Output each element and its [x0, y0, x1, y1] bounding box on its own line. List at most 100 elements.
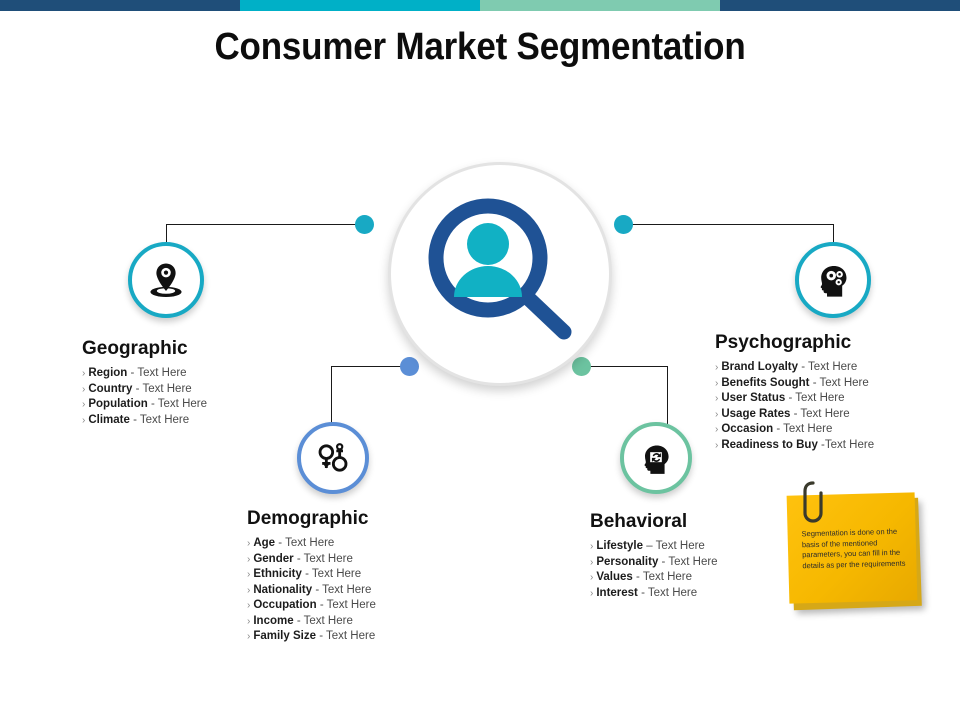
item-term: Brand Loyalty [721, 361, 799, 373]
list-demographic: ›Age - Text Here ›Gender - Text Here ›Et… [247, 536, 497, 645]
chevron-right-icon: › [590, 541, 594, 552]
item-value: - Text Here [788, 392, 845, 404]
chevron-right-icon: › [247, 631, 251, 642]
list-item: ›Personality - Text Here [590, 555, 810, 571]
location-pin-icon [150, 263, 182, 297]
connector-line-demographic-horizontal [331, 366, 413, 367]
topbar-segment-green [480, 0, 720, 11]
item-term: Country [88, 382, 133, 395]
sticky-note[interactable]: Segmentation is done on the basis of the… [782, 481, 952, 618]
chevron-right-icon: › [590, 572, 594, 583]
item-term: Occasion [721, 423, 774, 435]
magnifier-person-icon [418, 192, 582, 356]
item-value: - Text Here [130, 367, 187, 379]
list-item: ›Country - Text Here [82, 382, 322, 398]
chevron-right-icon: › [715, 393, 719, 404]
list-psychographic: ›Brand Loyalty - Text Here ›Benefits Sou… [715, 360, 955, 453]
list-item: ›Benefits Sought - Text Here [715, 376, 955, 392]
item-term: Lifestyle [596, 540, 644, 552]
item-term: Usage Rates [721, 407, 791, 420]
node-icon-behavioral[interactable] [620, 422, 692, 494]
heading-behavioral: Behavioral [590, 511, 688, 532]
list-item: ›Brand Loyalty - Text Here [715, 360, 955, 376]
connector-line-psychographic-vertical [833, 224, 834, 251]
item-term: Benefits Sought [721, 376, 810, 389]
chevron-right-icon: › [82, 383, 86, 395]
item-value: - Text Here [801, 361, 858, 373]
topbar-segment-cyan [240, 0, 480, 11]
list-item: ›Age - Text Here [247, 536, 497, 552]
chevron-right-icon: › [590, 556, 594, 568]
item-term: Family Size [253, 630, 316, 642]
block-geographic: Geographic ›Region - Text Here ›Country … [82, 338, 322, 428]
list-item: ›Values - Text Here [590, 570, 810, 586]
topbar-segment-navy-right [720, 0, 960, 11]
chevron-right-icon: › [247, 584, 251, 596]
item-term: Gender [253, 552, 294, 565]
chevron-right-icon: › [715, 424, 719, 435]
connector-line-behavioral-horizontal [588, 366, 668, 367]
connector-dot-geographic [355, 215, 374, 234]
item-value: - Text Here [319, 630, 376, 642]
list-item: ›Usage Rates - Text Here [715, 407, 955, 423]
node-icon-demographic[interactable] [297, 422, 369, 494]
node-icon-psychographic[interactable] [795, 242, 871, 318]
block-demographic: Demographic ›Age - Text Here ›Gender - T… [247, 508, 497, 645]
chevron-right-icon: › [82, 368, 86, 379]
list-item: ›Gender - Text Here [247, 552, 497, 568]
item-value: - Text Here [135, 382, 192, 395]
item-value: - Text Here [296, 552, 353, 565]
connector-line-psychographic-horizontal [630, 224, 834, 225]
list-item: ›Income - Text Here [247, 614, 497, 630]
node-icon-geographic[interactable] [128, 242, 204, 318]
connector-dot-behavioral [572, 357, 591, 376]
chevron-right-icon: › [247, 553, 251, 565]
item-value: - Text Here [636, 571, 693, 583]
item-term: Population [88, 398, 148, 410]
item-value: -Text Here [821, 438, 875, 451]
chevron-right-icon: › [247, 569, 251, 580]
block-psychographic: Psychographic ›Brand Loyalty - Text Here… [715, 332, 955, 453]
sticky-note-text: Segmentation is done on the basis of the… [801, 526, 906, 570]
list-item: ›Lifestyle – Text Here [590, 539, 810, 555]
item-value: - Text Here [305, 568, 362, 580]
top-color-bar [0, 0, 960, 11]
connector-line-geographic-horizontal [166, 224, 364, 225]
chevron-right-icon: › [590, 587, 594, 599]
item-value: - Text Here [315, 583, 372, 596]
item-value: - Text Here [278, 537, 335, 549]
item-value: - Text Here [776, 423, 833, 435]
heading-psychographic: Psychographic [715, 332, 852, 353]
item-value: - Text Here [319, 599, 376, 611]
item-term: Ethnicity [253, 568, 302, 580]
topbar-segment-navy-left [0, 0, 240, 11]
list-behavioral: ›Lifestyle – Text Here ›Personality - Te… [590, 539, 810, 601]
connector-line-behavioral-vertical [667, 366, 668, 424]
item-term: Occupation [253, 599, 317, 611]
gender-symbols-icon [318, 443, 348, 472]
item-term: Interest [596, 586, 638, 599]
item-term: Region [88, 367, 128, 379]
connector-line-geographic-vertical [166, 224, 167, 251]
list-item: ›Occupation - Text Here [247, 598, 497, 614]
item-value: - Text Here [296, 614, 353, 627]
list-item: ›Interest - Text Here [590, 586, 810, 602]
item-term: Values [596, 571, 633, 583]
heading-demographic: Demographic [247, 508, 369, 529]
list-item: ›Occasion - Text Here [715, 422, 955, 438]
chevron-right-icon: › [715, 408, 719, 420]
list-item: ›Readiness to Buy -Text Here [715, 438, 955, 454]
item-value: – Text Here [646, 540, 705, 552]
item-value: - Text Here [641, 586, 698, 599]
heading-geographic: Geographic [82, 338, 188, 359]
item-term: Nationality [253, 583, 313, 596]
chevron-right-icon: › [715, 439, 719, 451]
chevron-right-icon: › [247, 615, 251, 627]
connector-line-demographic-vertical [331, 366, 332, 424]
list-geographic: ›Region - Text Here ›Country - Text Here… [82, 366, 322, 428]
chevron-right-icon: › [82, 399, 86, 410]
chevron-right-icon: › [715, 362, 719, 373]
head-gears-icon [820, 266, 847, 297]
list-item: ›Nationality - Text Here [247, 583, 497, 599]
